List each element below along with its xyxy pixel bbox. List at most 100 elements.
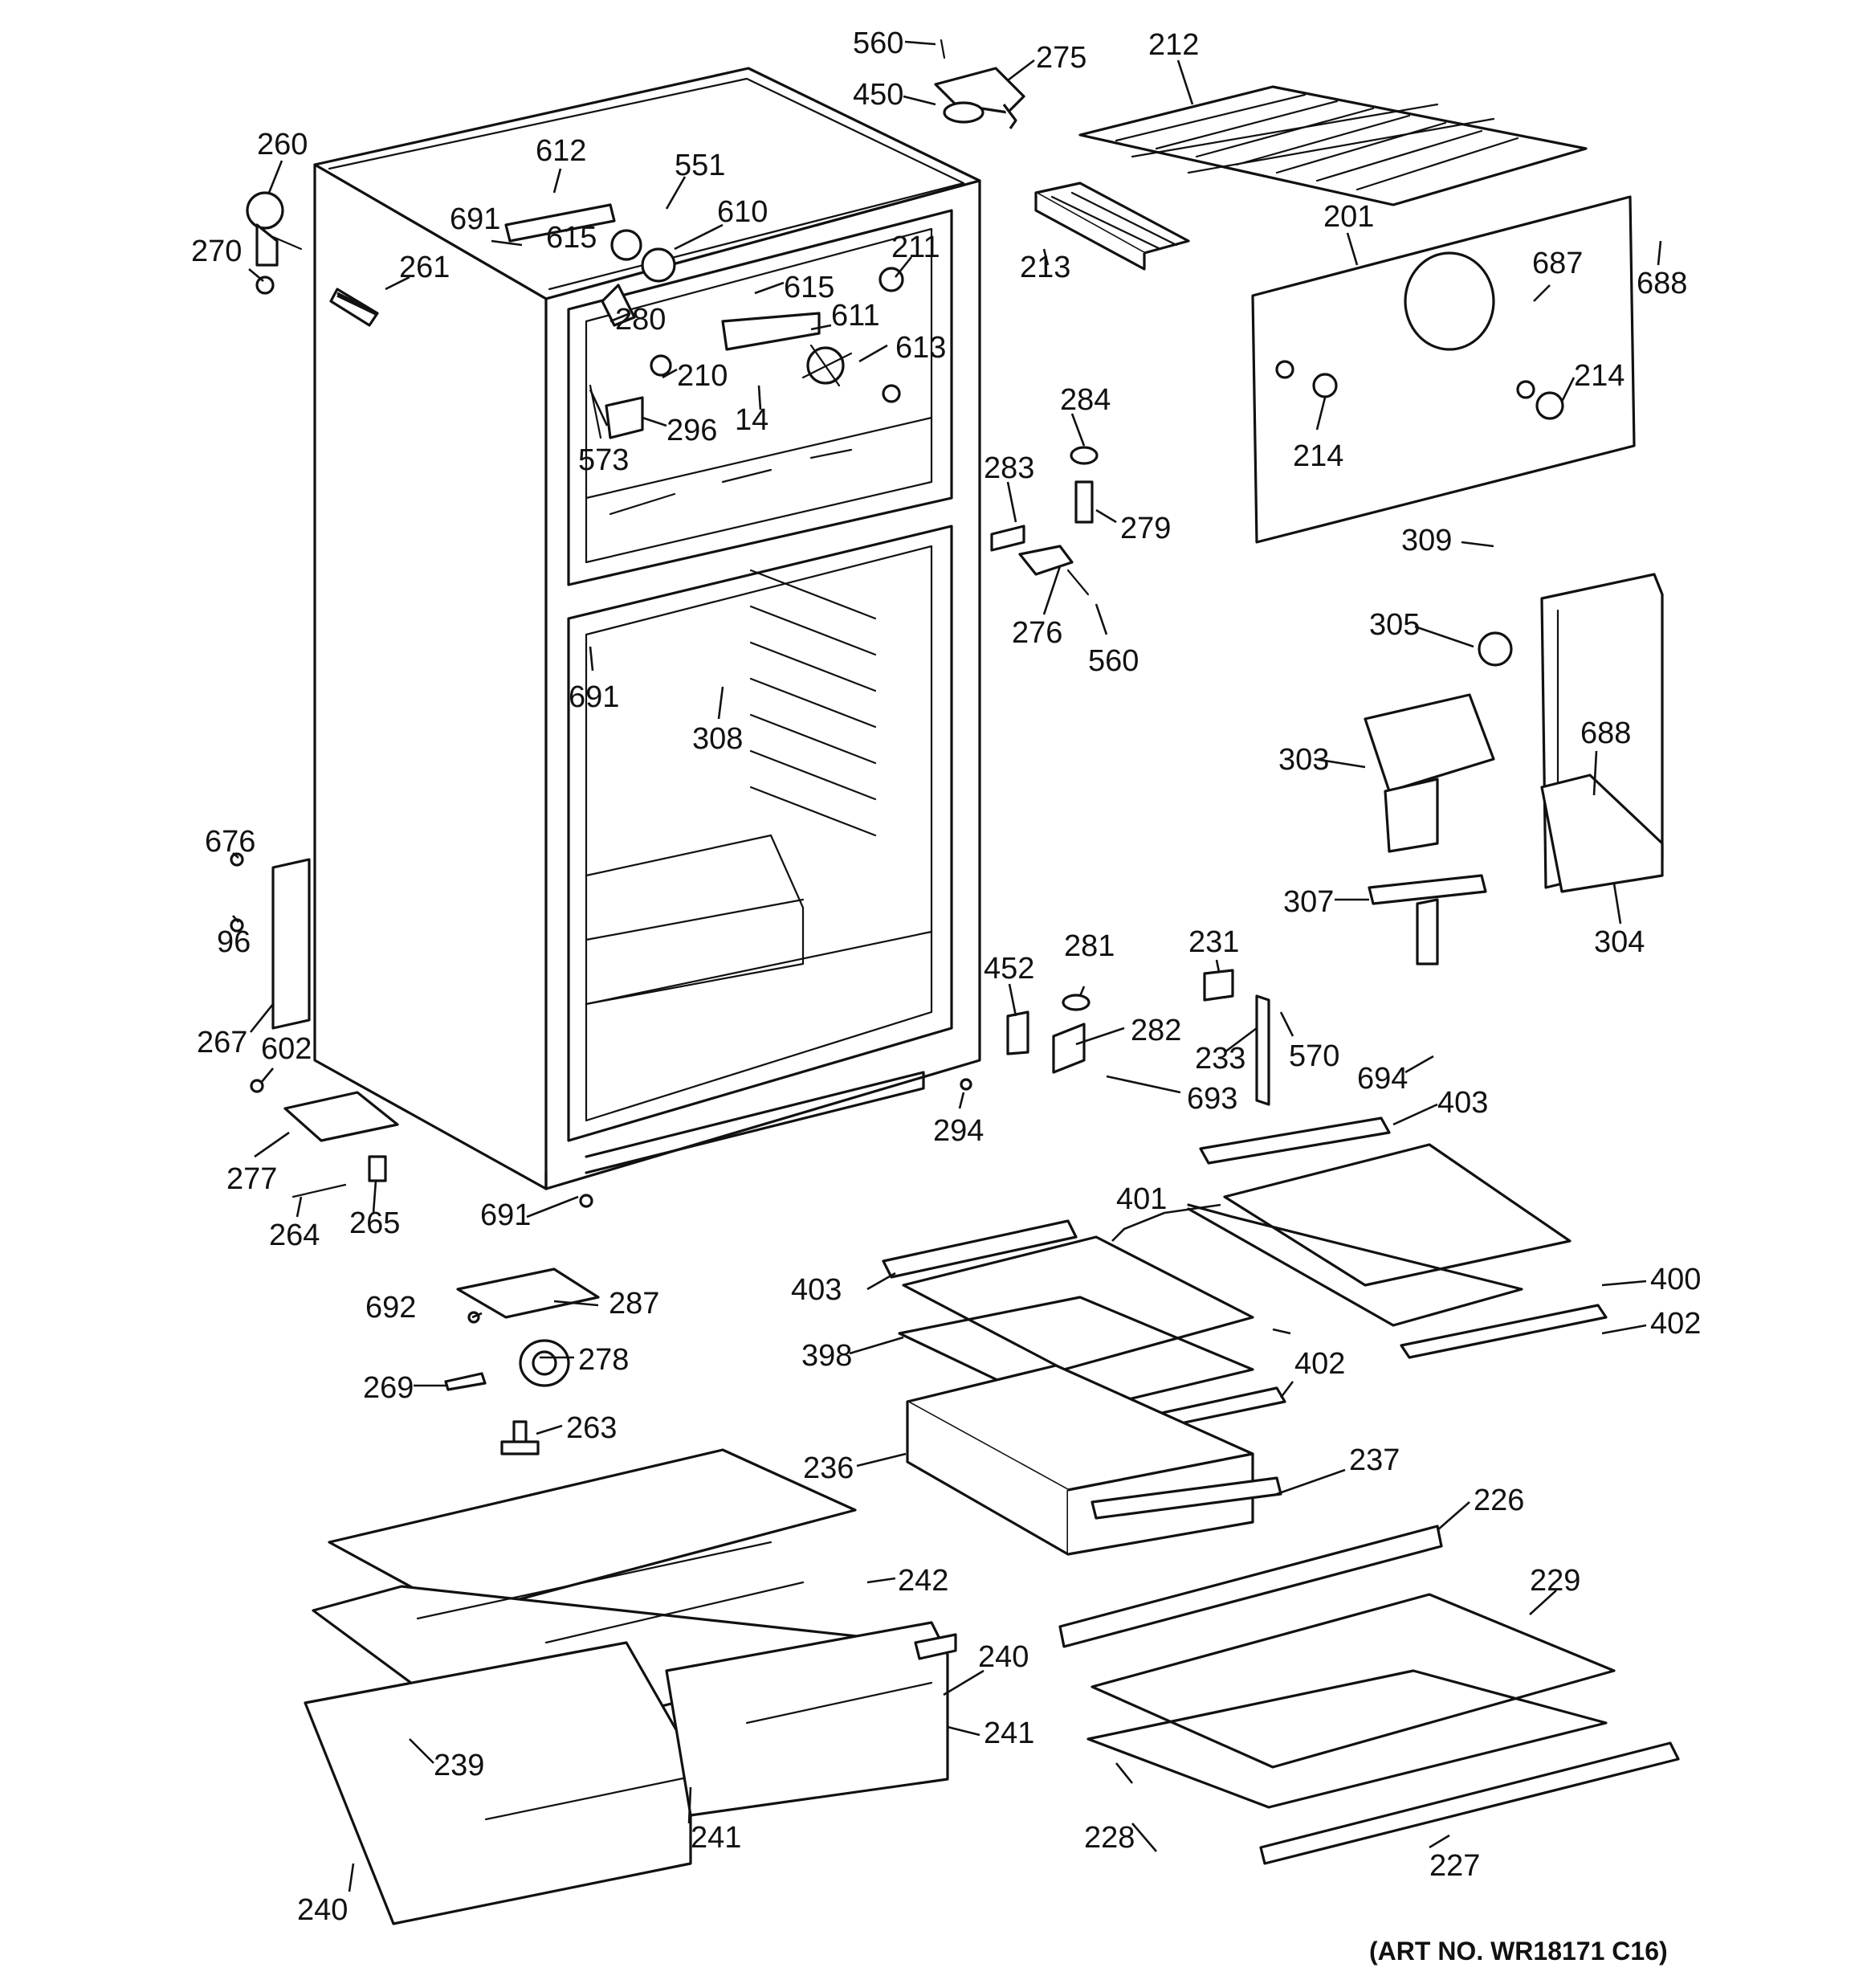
callout-240-left: 240: [297, 1893, 348, 1927]
callout-400: 400: [1650, 1263, 1701, 1296]
callout-226: 226: [1474, 1484, 1524, 1517]
callout-688-mid: 688: [1580, 716, 1631, 750]
callout-281: 281: [1064, 929, 1115, 963]
rail-and-brackets: [960, 969, 1270, 1106]
callout-691-bottom: 691: [480, 1198, 531, 1232]
callout-693: 693: [1187, 1082, 1237, 1116]
callout-214-left: 214: [1293, 439, 1343, 473]
callout-237: 237: [1349, 1443, 1400, 1477]
callout-264: 264: [269, 1219, 320, 1252]
callout-211: 211: [891, 231, 940, 264]
callout-240-right: 240: [978, 1640, 1029, 1674]
leader-lines: [232, 40, 1662, 1892]
callout-452: 452: [984, 952, 1034, 986]
callout-403-left: 403: [791, 1273, 842, 1307]
callout-450: 450: [853, 78, 903, 112]
callout-276: 276: [1012, 616, 1062, 650]
callout-305: 305: [1369, 608, 1420, 642]
callout-611: 611: [831, 299, 880, 333]
callout-307: 307: [1283, 885, 1334, 919]
callout-265: 265: [349, 1206, 400, 1240]
callout-213: 213: [1020, 251, 1070, 284]
callout-687: 687: [1532, 247, 1583, 280]
callout-227: 227: [1429, 1849, 1480, 1883]
callout-694: 694: [1357, 1062, 1408, 1096]
lower-shelf-right: [1058, 1525, 1680, 1865]
art-number: (ART NO. WR18171 C16): [1369, 1937, 1668, 1966]
callout-610: 610: [717, 195, 768, 229]
callout-96: 96: [217, 925, 251, 959]
callout-691-mid: 691: [569, 680, 619, 714]
callout-398: 398: [801, 1339, 852, 1373]
callout-228: 228: [1084, 1821, 1135, 1855]
crisper-assembly: [304, 1448, 957, 1925]
callout-560-mid: 560: [1088, 644, 1139, 678]
meat-pan: [906, 1364, 1282, 1556]
callout-275: 275: [1036, 41, 1086, 75]
callout-615-top: 615: [546, 221, 597, 255]
callout-260: 260: [257, 128, 308, 161]
callout-239: 239: [434, 1749, 484, 1782]
callout-691-top: 691: [450, 202, 500, 236]
callout-402-mid: 402: [1294, 1347, 1345, 1381]
callout-241-right: 241: [984, 1717, 1034, 1750]
callout-231: 231: [1188, 925, 1239, 959]
callout-269: 269: [363, 1371, 414, 1405]
callout-688-top: 688: [1637, 267, 1687, 300]
callout-615: 615: [784, 271, 834, 304]
callout-676: 676: [205, 825, 255, 859]
callout-212: 212: [1148, 28, 1199, 62]
callout-692: 692: [365, 1291, 416, 1325]
cabinet: [313, 67, 981, 1190]
callout-270: 270: [191, 235, 242, 268]
callout-210: 210: [677, 359, 728, 393]
callout-236: 236: [803, 1451, 854, 1485]
callout-229: 229: [1530, 1564, 1580, 1598]
callout-14: 14: [735, 403, 768, 437]
callout-278: 278: [578, 1343, 629, 1377]
callout-277: 277: [226, 1162, 277, 1196]
hinge-top: [934, 39, 1025, 129]
callout-283: 283: [984, 451, 1034, 485]
shelf-upper-right: [1187, 1116, 1608, 1359]
callout-287: 287: [609, 1287, 659, 1321]
callout-233: 233: [1195, 1042, 1245, 1076]
callout-279: 279: [1120, 512, 1171, 545]
callout-309: 309: [1401, 524, 1452, 557]
callout-401: 401: [1116, 1182, 1167, 1216]
callout-267: 267: [197, 1026, 247, 1059]
callout-214-right: 214: [1574, 359, 1625, 393]
damper-assembly: [1364, 631, 1513, 853]
callout-201: 201: [1323, 200, 1374, 234]
callout-551: 551: [675, 149, 725, 182]
callout-612: 612: [536, 134, 586, 168]
callout-242: 242: [898, 1564, 948, 1598]
callout-284: 284: [1060, 383, 1111, 417]
callout-613: 613: [895, 331, 946, 365]
callout-280: 280: [615, 303, 666, 337]
ice-tray: [1034, 182, 1190, 271]
callout-294: 294: [933, 1114, 984, 1148]
callout-261: 261: [399, 251, 450, 284]
callout-303: 303: [1278, 743, 1329, 777]
evaporator-cover: [1251, 195, 1636, 544]
callout-282: 282: [1131, 1014, 1181, 1047]
freezer-shelf-wire: [1078, 85, 1588, 206]
air-duct: [1540, 573, 1664, 893]
bottom-hardware: [444, 1268, 600, 1455]
callout-263: 263: [566, 1411, 617, 1445]
thermostat-support: [1368, 874, 1487, 965]
callout-241-left: 241: [691, 1821, 741, 1855]
left-hardware: [230, 276, 593, 1208]
callout-labels: 560 275 450 212 260 612 551 691 610 615 …: [191, 27, 1701, 1927]
freezer-controls: [246, 191, 904, 439]
callout-403-right: 403: [1437, 1086, 1488, 1120]
callout-560: 560: [853, 27, 903, 60]
callout-602: 602: [261, 1032, 312, 1066]
callout-308: 308: [692, 722, 743, 756]
small-hardware: [336, 292, 1099, 596]
callout-573: 573: [578, 443, 629, 477]
callout-304: 304: [1594, 925, 1645, 959]
callout-402-right: 402: [1650, 1307, 1701, 1341]
